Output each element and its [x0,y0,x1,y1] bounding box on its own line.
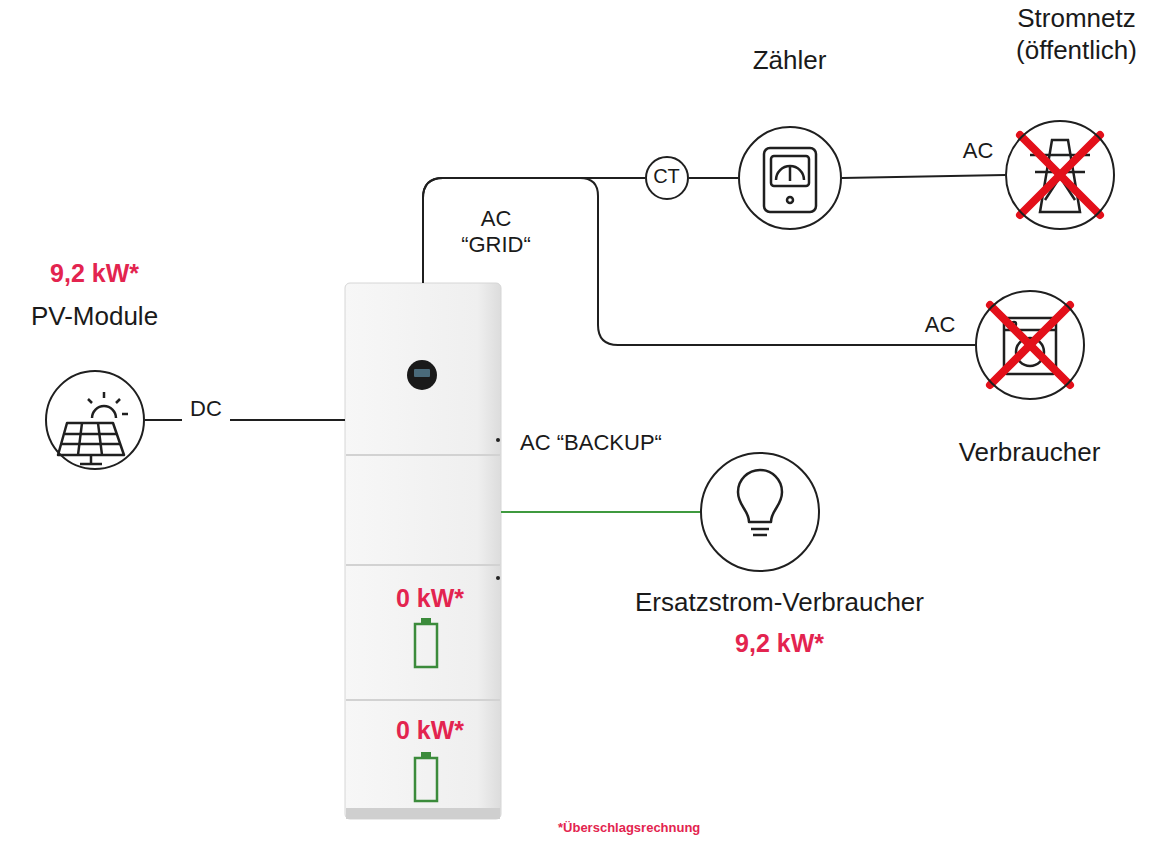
wire [842,175,1005,178]
wire [689,177,738,179]
consumer-circle: Verbraucher [975,290,1085,400]
ct-circle: CT [645,156,689,200]
wire [145,419,345,421]
node-text: 0 kW* [345,583,515,614]
node-text: Ersatzstrom-Verbraucher [570,586,990,619]
solar-panel-icon [58,392,128,464]
wire [423,178,975,345]
wire [423,178,645,283]
node-text: CT [641,164,693,189]
wire-label: AC “BACKUP“ [518,430,664,456]
bulb-icon [738,470,782,535]
node-text: Verbraucher [930,436,1130,469]
wire-label: DC [182,396,230,422]
node-text: 0 kW* [345,715,515,746]
node-text: 9,2 kW* [0,258,215,289]
node-text: PV-Module [0,300,215,333]
pv-circle: 9,2 kW*PV-Module [45,370,145,470]
wire [501,511,700,513]
grid-circle: Stromnetz (öffentlich) [1005,120,1115,230]
backup-circle: Ersatzstrom-Verbraucher9,2 kW* [700,452,820,572]
wire-label: AC [918,312,962,338]
node-text: Stromnetz (öffentlich) [993,2,1161,67]
meter-icon [764,148,816,212]
storage-unit: 0 kW*0 kW* [345,283,501,819]
wire-label: AC [956,138,1000,164]
node-text: Zähler [690,44,890,77]
node-text: 9,2 kW* [570,628,990,659]
footnote: *Überschlagsrechnung [558,820,700,835]
meter-circle: Zähler [738,126,842,230]
wire-label: AC “GRID“ [446,206,546,259]
